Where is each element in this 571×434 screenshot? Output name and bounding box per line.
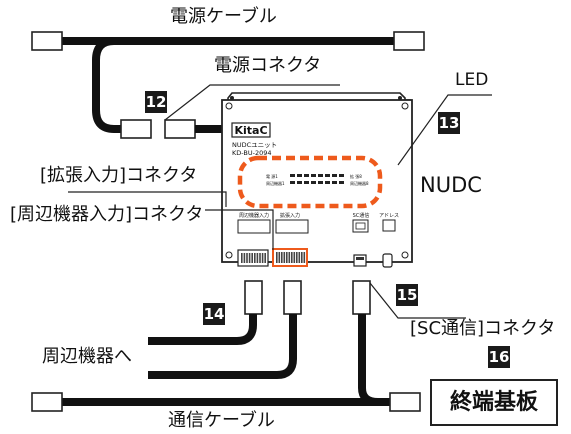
power-cable-label: 電源ケーブル (170, 6, 277, 27)
connector-pin (259, 253, 261, 263)
port-label-sc-comm: SC通信 (353, 212, 370, 219)
connector-pin (288, 252, 291, 263)
led-segment (318, 174, 323, 177)
power-plug-device-side (164, 119, 196, 139)
led-segment (339, 174, 344, 177)
led-segment (290, 174, 295, 177)
comm-cable-end-left (31, 392, 63, 412)
led-segment (297, 174, 302, 177)
brand-logo: KitaC (234, 124, 267, 137)
ext-input-port-pins (276, 252, 306, 263)
to-peripherals-label: 周辺機器へ (42, 346, 132, 367)
connector-pin (293, 252, 296, 263)
badge-14: 14 (203, 303, 225, 325)
connector-pin (301, 252, 303, 263)
peripheral-input-port-pins (241, 253, 266, 263)
model-number: KD-BU-2094 (232, 149, 272, 157)
led-segment (304, 181, 309, 184)
connector-pin (241, 253, 243, 263)
connector-pin (264, 253, 266, 263)
led-label-left-top: 電 源1 (266, 173, 278, 179)
connector-pin (256, 253, 259, 263)
connector-pin (296, 252, 298, 263)
badge-13: 13 (438, 112, 460, 134)
led-segment (304, 174, 309, 177)
connector-pin (298, 252, 301, 263)
led-segment (311, 181, 316, 184)
peripheral-input-connector-label: [周辺機器入力]コネクタ (10, 204, 204, 225)
connector-pin (283, 252, 286, 263)
led-row-bottom (290, 181, 344, 184)
badge-15: 15 (396, 284, 418, 306)
led-label-right-top: 拡 張8 (350, 173, 362, 179)
power-connector-label: 電源コネクタ (214, 55, 322, 76)
connector-pin (291, 252, 293, 263)
connector-pin (243, 253, 246, 263)
power-cable-end-left (31, 31, 63, 51)
sc-comm-connector-label: [SC通信]コネクタ (410, 318, 556, 339)
connector-pin (248, 253, 251, 263)
led-row-top (290, 174, 344, 177)
connector-pin (254, 253, 256, 263)
sc-comm-leader (369, 282, 466, 319)
connector-pin (303, 252, 306, 263)
connector-pin (286, 252, 288, 263)
connector-pin (278, 252, 281, 263)
led-segment (318, 181, 323, 184)
terminator-board: 終端基板 (430, 379, 558, 426)
led-segment (332, 181, 337, 184)
led-label-right-bottom: 周辺機器8 (350, 180, 369, 186)
led-segment (290, 181, 295, 184)
communication-cable (31, 280, 421, 412)
peripheral-cables (148, 280, 302, 379)
nudc-unit: KitaC NUDCユニット KD-BU-2094 電 源1 周辺機器1 拡 張… (221, 92, 413, 268)
brand-logo-box (231, 122, 271, 138)
connector-pin (281, 252, 283, 263)
power-cable-end-right (393, 31, 425, 51)
ext-input-connector-label: [拡張入力]コネクタ (40, 165, 198, 186)
unit-name: NUDCユニット (232, 141, 277, 149)
comm-cable-label: 通信ケーブル (168, 410, 275, 431)
led-segment (311, 174, 316, 177)
led-segment (297, 181, 302, 184)
power-cable (31, 31, 425, 139)
led-leader (397, 94, 492, 166)
led-label-left-bottom: 周辺機器1 (266, 180, 285, 186)
led-segment (325, 174, 330, 177)
led-segment (325, 181, 330, 184)
connector-pin (251, 253, 253, 263)
nudc-label: NUDC (420, 173, 482, 197)
power-connector-leader (164, 84, 340, 121)
peripheral-input-leader (205, 209, 274, 250)
connector-pin (246, 253, 248, 263)
led-segment (339, 181, 344, 184)
ext-input-leader (68, 191, 227, 207)
badge-16: 16 (488, 346, 510, 368)
power-plug-cable-side (120, 119, 152, 139)
led-segment (332, 174, 337, 177)
port-label-peripheral-input: 周辺機器入力 (239, 212, 269, 219)
led-highlight (237, 155, 383, 209)
led-label: LED (455, 70, 489, 90)
badge-12: 12 (145, 91, 167, 113)
comm-cable-end-right (389, 392, 421, 412)
connector-pin (276, 252, 278, 263)
port-label-ext-input: 拡張入力 (280, 212, 300, 219)
sc-comm-port (353, 254, 367, 267)
port-label-address: アドレス (379, 213, 399, 219)
connector-pin (261, 253, 264, 263)
